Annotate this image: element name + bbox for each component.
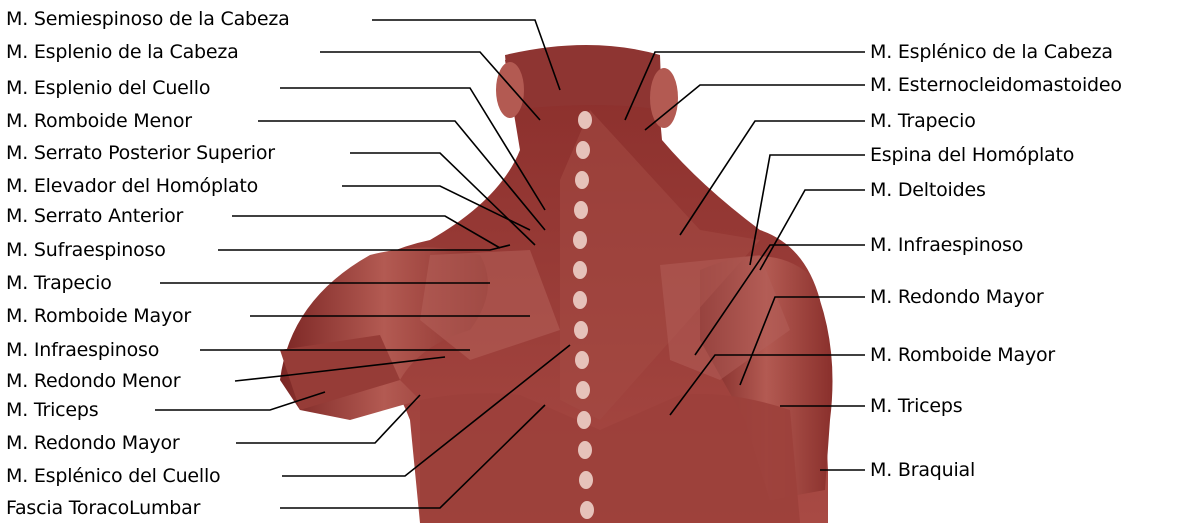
- label-infraespinoso-left: M. Infraespinoso: [6, 339, 159, 361]
- label-esternocleidomastoideo: M. Esternocleidomastoideo: [870, 74, 1122, 96]
- label-romboide-mayor-right: M. Romboide Mayor: [870, 344, 1055, 366]
- label-esplenio-cuello: M. Esplenio del Cuello: [6, 77, 210, 99]
- label-esplenio-cabeza: M. Esplenio de la Cabeza: [6, 41, 239, 63]
- label-redondo-menor: M. Redondo Menor: [6, 370, 180, 392]
- label-semiespinoso-cabeza: M. Semiespinoso de la Cabeza: [6, 8, 290, 30]
- label-elevador-homoplato: M. Elevador del Homóplato: [6, 175, 258, 197]
- label-deltoides: M. Deltoides: [870, 179, 986, 201]
- label-romboide-menor: M. Romboide Menor: [6, 110, 192, 132]
- label-serrato-posterior-superior: M. Serrato Posterior Superior: [6, 142, 275, 164]
- label-esplenico-cuello: M. Esplénico del Cuello: [6, 465, 221, 487]
- label-esplenico-cabeza: M. Esplénico de la Cabeza: [870, 41, 1113, 63]
- label-romboide-mayor-left: M. Romboide Mayor: [6, 305, 191, 327]
- right-ear-shape: [650, 68, 678, 128]
- label-infraespinoso-right: M. Infraespinoso: [870, 234, 1023, 256]
- left-ear-shape: [496, 62, 524, 118]
- label-trapecio-right: M. Trapecio: [870, 110, 976, 132]
- label-braquial: M. Braquial: [870, 459, 975, 481]
- label-triceps-right: M. Triceps: [870, 395, 962, 417]
- label-fascia-toracolumbar: Fascia ToracoLumbar: [6, 497, 200, 519]
- label-espina-homoplato: Espina del Homóplato: [870, 144, 1074, 166]
- label-serrato-anterior: M. Serrato Anterior: [6, 205, 183, 227]
- label-sufraespinoso: M. Sufraespinoso: [6, 239, 166, 261]
- label-triceps-left: M. Triceps: [6, 399, 98, 421]
- label-trapecio-left: M. Trapecio: [6, 272, 112, 294]
- label-redondo-mayor-left: M. Redondo Mayor: [6, 432, 179, 454]
- head-base-shape: [505, 45, 662, 110]
- leader-right-2: [645, 85, 865, 130]
- label-redondo-mayor-right: M. Redondo Mayor: [870, 286, 1043, 308]
